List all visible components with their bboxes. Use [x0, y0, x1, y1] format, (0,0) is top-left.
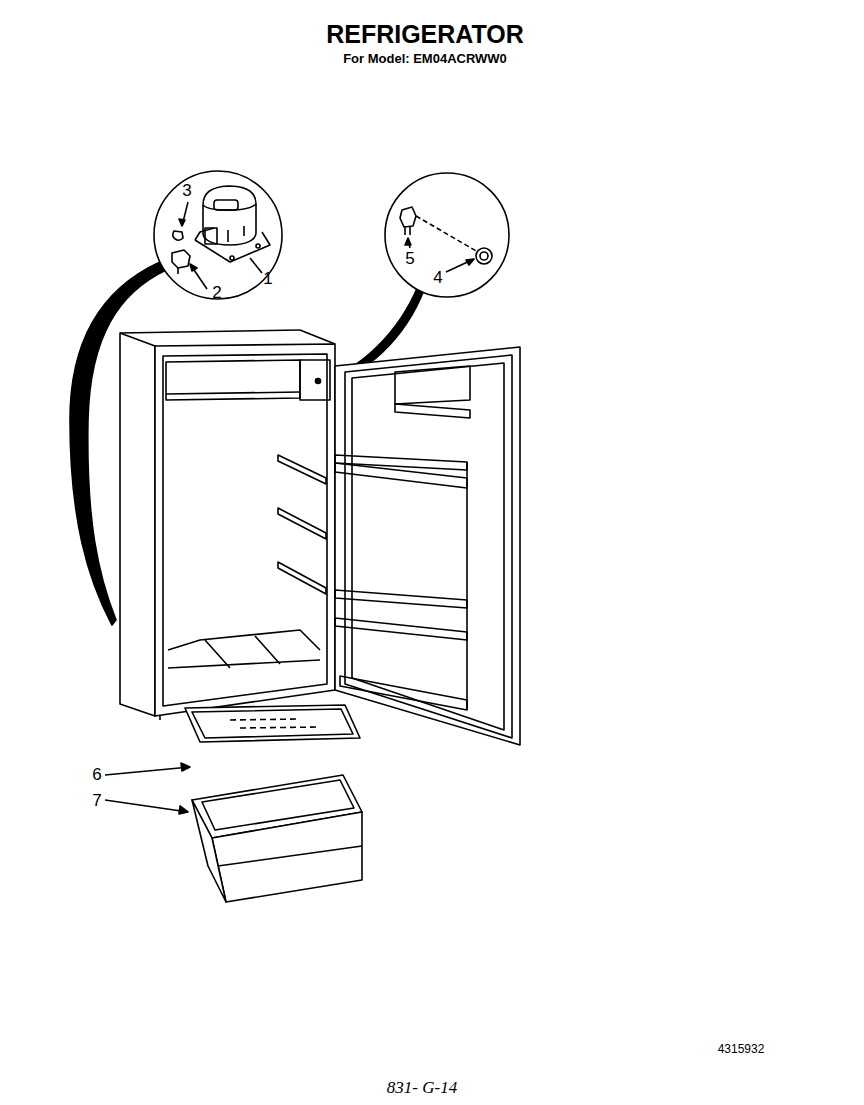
- diagram-title: REFRIGERATOR: [326, 21, 524, 49]
- callout-number: 7: [92, 792, 101, 811]
- callout-number: 2: [212, 284, 221, 303]
- model-number: For Model: EM04ACRWW0: [343, 52, 507, 66]
- callout-number: 3: [182, 182, 191, 201]
- handwritten-note: 831- G-14: [387, 1079, 457, 1098]
- callout-number: 1: [263, 270, 272, 289]
- callout-number: 4: [433, 269, 442, 288]
- drawing-number: 4315932: [718, 1043, 765, 1056]
- callout-number: 6: [92, 766, 101, 785]
- callout-number: 5: [405, 250, 414, 269]
